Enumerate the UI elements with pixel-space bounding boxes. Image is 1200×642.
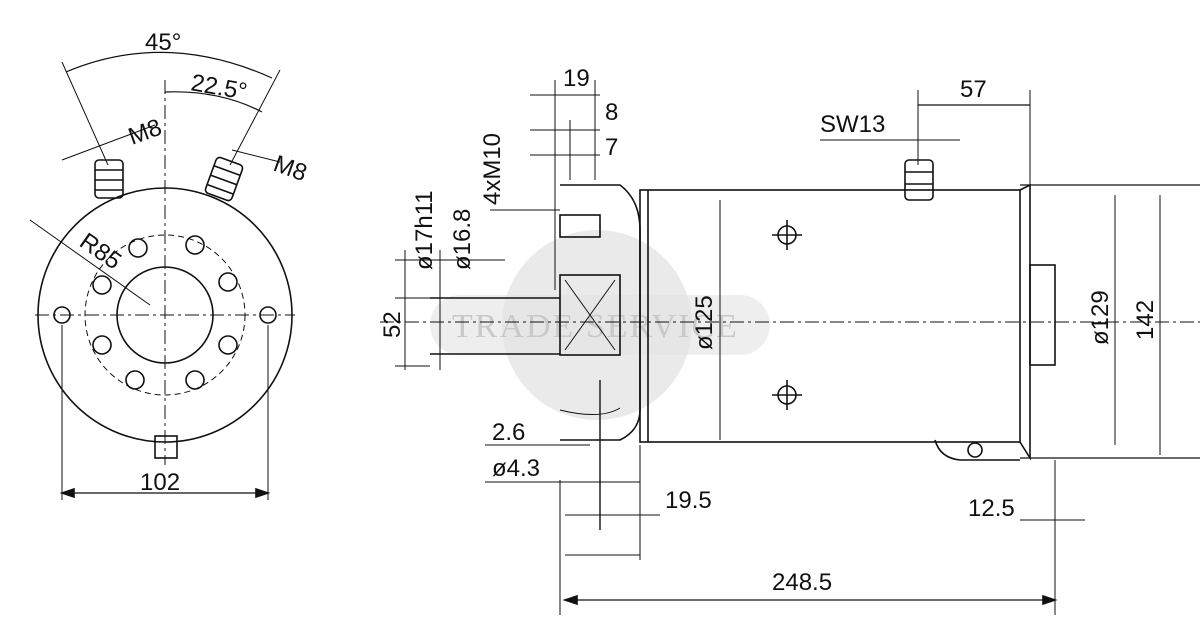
dim-142-label: 142 xyxy=(1132,300,1159,340)
watermark-text: TRADE SERVICE xyxy=(452,308,739,345)
terminal-right xyxy=(204,156,244,202)
thread-m8-right-label: M8 xyxy=(270,150,311,187)
dim-12-5-label: 12.5 xyxy=(968,495,1015,522)
side-view xyxy=(380,80,1200,615)
bearing-block xyxy=(559,274,621,356)
dim-19-5-label: 19.5 xyxy=(665,487,712,514)
dia-129-label: ø129 xyxy=(1087,290,1114,345)
thread-m8-left-label: M8 xyxy=(125,114,166,151)
dia-17h11-label: ø17h11 xyxy=(411,190,438,270)
dim-19-label: 19 xyxy=(563,65,590,92)
angle-22-5-label: 22.5° xyxy=(189,69,249,105)
side-terminal xyxy=(904,159,934,201)
front-flange xyxy=(560,184,641,441)
flange-bolt xyxy=(559,214,601,238)
end-view xyxy=(29,51,295,500)
dim-7-label: 7 xyxy=(605,134,618,161)
dia-16-8-label: ø16.8 xyxy=(449,209,476,270)
dim-8-label: 8 xyxy=(605,99,618,126)
bottom-boss xyxy=(154,435,178,459)
thread-4xm10-label: 4xM10 xyxy=(479,133,506,205)
sw13-label: SW13 xyxy=(820,111,885,138)
dia-4-3-label: ø4.3 xyxy=(492,455,540,482)
bolt-holes xyxy=(92,235,238,390)
rear-window xyxy=(1029,264,1056,366)
dia-125-label: ø125 xyxy=(691,295,718,350)
dim-52-label: 52 xyxy=(379,311,406,338)
width-102-label: 102 xyxy=(140,469,180,496)
watermark-logo: TRADE SERVICE xyxy=(430,230,770,420)
terminal-left xyxy=(94,159,124,199)
dim-248-5-label: 248.5 xyxy=(772,569,832,596)
angle-45-label: 45° xyxy=(145,29,181,56)
dim-57-label: 57 xyxy=(960,76,987,103)
dim-2-6-label: 2.6 xyxy=(492,419,525,446)
